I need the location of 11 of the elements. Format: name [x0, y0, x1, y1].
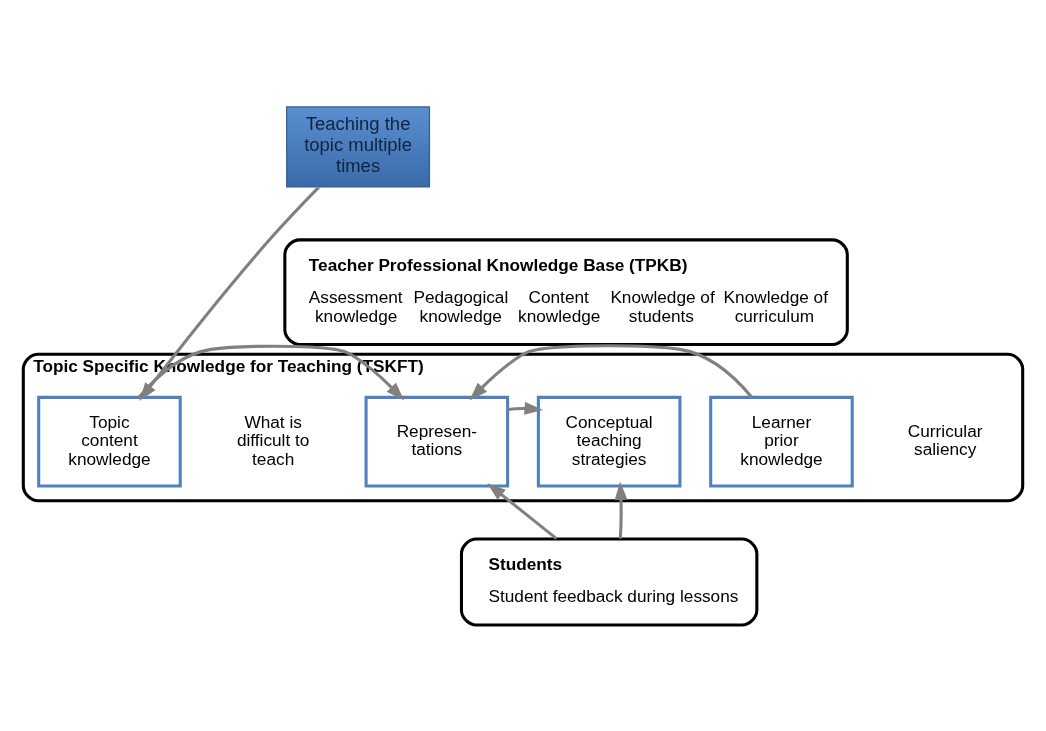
node-box: Teaching the topic multiple times [286, 105, 431, 188]
node-box: Students Student feedback during lessons [459, 536, 759, 627]
arrow [469, 343, 753, 401]
node-box: Topic content knowledge [37, 395, 182, 488]
arrow [507, 401, 543, 415]
arrow [614, 481, 628, 539]
node-box: Teacher Professional Knowledge Base (TPKB) Assessment knowledge Pedagogical knowledge Content knowledge Knowledge of students Knowledge of curriculum [283, 237, 849, 346]
node-box: Learner prior knowledge [709, 395, 854, 488]
node-box: Conceptual teaching strategies [536, 395, 682, 488]
node-box: Represen- tations [364, 395, 510, 488]
arrow [487, 482, 558, 540]
